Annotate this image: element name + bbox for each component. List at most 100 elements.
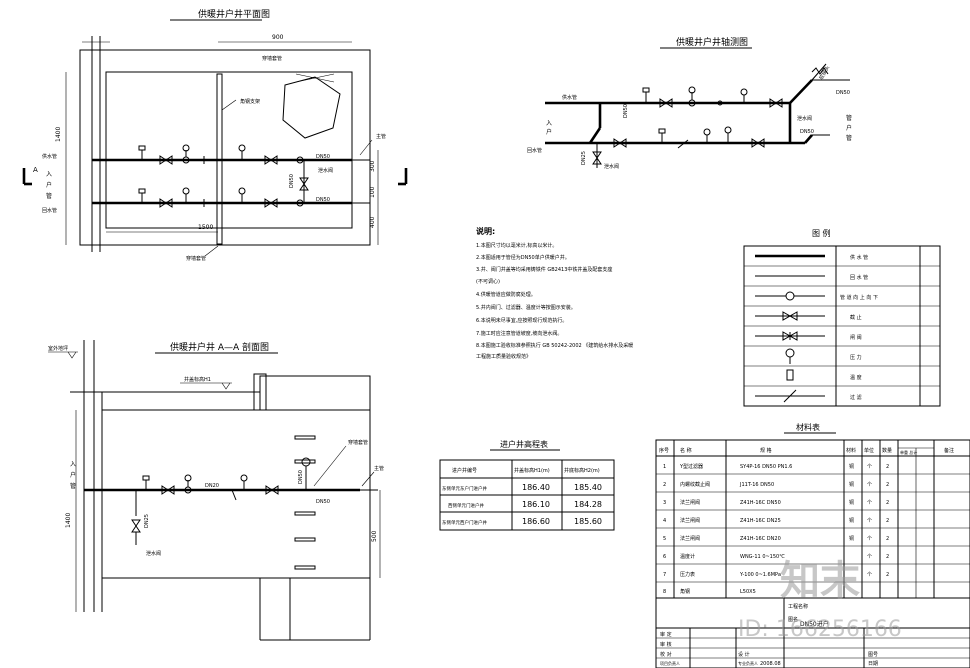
- elev-h1: 进户井编号: [452, 467, 477, 474]
- plan-dim-right-2: 100: [369, 186, 376, 198]
- plan-main-pipe: 主管: [376, 133, 386, 140]
- legend-block: 图 例 供 水 管 回 水 管 管 道 向 上 向 下 截: [743, 228, 941, 407]
- axon-entry-a: 入: [546, 120, 552, 127]
- legend-row-2: 回 水 管: [850, 274, 868, 281]
- mat-row-8: 8 角钢 L50X5: [663, 588, 756, 595]
- mat-row-6: 6 温度计 WNG-11 0~150℃ 个 2: [663, 553, 889, 560]
- section-dn50-up: DN50: [298, 470, 304, 484]
- mat-h-weight: 单重 总计: [900, 449, 917, 455]
- section-main: 主管: [374, 465, 384, 472]
- axon-title: 供暖井户井轴测图: [676, 36, 748, 48]
- elev-r3c2: 186.60: [522, 517, 550, 526]
- mat-r7-unit: 个: [867, 572, 872, 578]
- tb-professional-leader: 专业负责人: [738, 660, 758, 666]
- mat-r1-qty: 2: [886, 464, 889, 470]
- mat-r6-unit: 个: [867, 554, 872, 560]
- mat-r3-qty: 2: [886, 500, 889, 506]
- elev-r1c3: 185.40: [574, 483, 602, 492]
- plan-entry-c: 管: [46, 192, 52, 200]
- plan-label-sleeve-top: 穿墙套管: [262, 55, 282, 62]
- mat-r7-spec: Y-100 0~1.6MPa: [739, 572, 781, 578]
- section-entry-a: 入: [70, 461, 76, 468]
- mat-row-3: 3 法兰闸阀 Z41H-16C DN50 铜 个 2: [663, 499, 889, 506]
- mat-r2-mat: 铜: [849, 481, 854, 488]
- mat-r4-no: 4: [663, 518, 666, 524]
- mat-row-5: 5 法兰闸阀 Z41H-16C DN20 铜 个 2: [663, 535, 889, 542]
- elev-h3: 井底标高H2(m): [564, 467, 600, 474]
- axon-drain: 泄水阀: [604, 163, 619, 170]
- mat-r7-no: 7: [663, 572, 666, 578]
- elev-r2c1: 西侧单元门进户井: [448, 502, 484, 509]
- plan-dim-top: 900: [272, 34, 284, 41]
- axon-dn50-right: DN50: [800, 129, 814, 135]
- mat-h-spec: 规 格: [760, 447, 772, 454]
- legend-row-3: 管 道 向 上 向 下: [840, 294, 878, 301]
- mat-r1-mat: 铜: [849, 463, 854, 470]
- note-4: (不可调心): [476, 278, 500, 285]
- tb-date: 日期: [868, 661, 878, 667]
- section-entry-c: 管: [70, 482, 76, 490]
- mat-r5-spec: Z41H-16C DN20: [740, 536, 781, 542]
- watermark-id: ID: 166256166: [738, 617, 902, 642]
- plan-dn50-c: DN50: [289, 174, 295, 188]
- mat-r1-unit: 个: [867, 464, 872, 470]
- mat-r2-qty: 2: [886, 482, 889, 488]
- mat-r8-no: 8: [663, 589, 666, 595]
- tb-scale-code: DN50进户: [800, 620, 829, 628]
- mat-r3-mat: 铜: [849, 499, 854, 506]
- mat-r5-qty: 2: [886, 536, 889, 542]
- plan-dim-bottom: 1500: [198, 224, 213, 231]
- mat-r8-spec: L50X5: [740, 589, 756, 595]
- plan-dn50-a: DN50: [316, 154, 330, 160]
- note-1: 1.本图尺寸均以毫米计,标高以米计。: [476, 242, 557, 249]
- mat-r3-name: 法兰闸阀: [680, 499, 700, 506]
- plan-dim-left: 1400: [55, 127, 62, 142]
- section-drain: 泄水阀: [146, 550, 161, 557]
- elev-h2: 井盖标高H1(m): [514, 467, 550, 474]
- plan-title: 供暖井户井平面图: [198, 8, 270, 20]
- mat-r3-unit: 个: [867, 500, 872, 506]
- axon-return: 回水管: [527, 147, 542, 154]
- section-dim-left: 1400: [65, 513, 72, 528]
- note-3: 3.井、阀门井盖等均采用铸铁件 GB2413中铁井盖及配套支座: [476, 266, 612, 273]
- mat-r4-qty: 2: [886, 518, 889, 524]
- section-entry-b: 户: [70, 471, 76, 479]
- section-dn25: DN25: [144, 514, 150, 528]
- mat-r6-no: 6: [663, 554, 666, 560]
- mat-h-note: 备注: [944, 447, 954, 454]
- mat-r2-unit: 个: [867, 482, 872, 488]
- mat-r8-name: 角钢: [680, 588, 690, 595]
- plan-view: 供暖井户井平面图 900 穿墙套管 角钢支架: [22, 8, 408, 262]
- tb-project-leader: 项目负责人: [660, 660, 680, 666]
- axon-label-drain-2: 泄水阀: [797, 115, 812, 122]
- title-block: 工程名称 图名 DN50进户 审 定 审 核 校 对 项目负责人 设 计 专业负…: [655, 597, 970, 668]
- mat-h-mat: 材料: [846, 447, 856, 454]
- axon-entry-b: 户: [546, 128, 552, 136]
- note-5: 4.供暖管道应做防腐处理。: [476, 291, 536, 298]
- axon-dn50-top: DN50: [836, 90, 850, 96]
- mat-r7-qty: 2: [886, 572, 889, 578]
- elev-r1c1: 东侧单元东户门进户井: [442, 485, 487, 492]
- legend-row-8: 过 滤: [850, 394, 862, 401]
- mat-r4-mat: 铜: [849, 517, 854, 524]
- notes-block: 说明: 1.本图尺寸均以毫米计,标高以米计。 2.本图适用于管径为DN50单户供…: [476, 226, 633, 360]
- plan-dn50-b: DN50: [316, 197, 330, 203]
- elev-r2c3: 184.28: [574, 500, 602, 509]
- mat-h-qty: 数量: [882, 447, 892, 454]
- axon-entry-c2: 管: [846, 134, 852, 142]
- mat-row-2: 2 内螺纹截止阀 J11T-16 DN50 铜 个 2: [663, 481, 889, 488]
- mat-h-name: 名 称: [680, 447, 692, 454]
- mat-row-1: 1 Y型过滤器 SY4P-16 DN50 PN1.6 铜 个 2: [663, 463, 889, 470]
- note-8: 7.施工时应注意管道坡度,坡向泄水阀。: [476, 330, 562, 337]
- section-view: 供暖井户井 A—A 剖面图 室外地坪 井盖标高H1: [48, 340, 384, 641]
- axon-dn50-mid: DN50: [623, 104, 629, 118]
- legend-row-6: 压 力: [850, 354, 862, 361]
- mat-row-7: 7 压力表 Y-100 0~1.6MPa 个 2: [663, 571, 889, 578]
- axon-dn25: DN25: [581, 151, 587, 165]
- tb-row-1: 审 定: [660, 631, 672, 638]
- section-title: 供暖井户井 A—A 剖面图: [170, 341, 269, 353]
- materials-table: 材料表 序号 名 称 规 格 材料 单位 数量 单重 总计 备注 1 Y型过滤器: [655, 422, 970, 599]
- mat-r4-spec: Z41H-16C DN25: [740, 518, 781, 524]
- notes-title: 说明:: [476, 226, 495, 236]
